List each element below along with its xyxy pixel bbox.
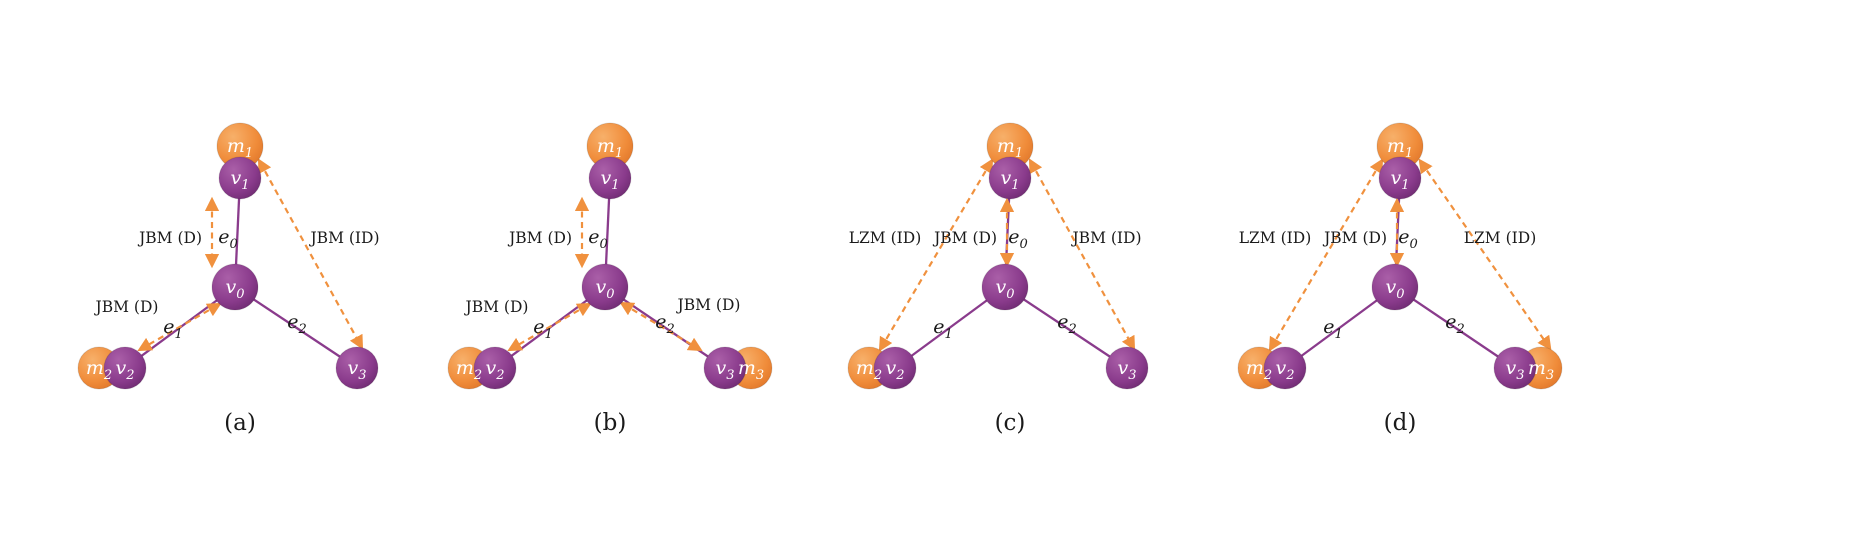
node-v0 <box>981 263 1029 311</box>
node-label-v0: v0 <box>225 276 244 302</box>
edge-label-e0: e0 <box>1008 226 1028 252</box>
message-arrow-label-3: LZM (ID) <box>1464 229 1537 247</box>
node-label-v3: v3 <box>347 357 366 383</box>
message-arrow-label-3: JBM (ID) <box>1070 229 1141 247</box>
message-arrow-3 <box>257 158 364 350</box>
node-v2 <box>473 346 517 390</box>
message-arrow-label-1: JBM (D) <box>507 229 572 247</box>
node-label-v1: v1 <box>230 167 249 193</box>
node-label-v3: v3 <box>1117 357 1136 383</box>
node-label-v1: v1 <box>600 167 619 193</box>
message-arrow-label-1: LZM (ID) <box>849 229 922 247</box>
node-label-v1: v1 <box>1390 167 1409 193</box>
message-arrow-1 <box>878 158 994 352</box>
edge-label-e0: e0 <box>588 226 608 252</box>
node-v2 <box>873 346 917 390</box>
node-v0 <box>211 263 259 311</box>
edge-label-e1: e1 <box>533 316 553 342</box>
node-label-m2: m2 <box>456 357 482 383</box>
node-v3 <box>1105 346 1149 390</box>
message-arrow-label-2: JBM (D) <box>464 298 529 316</box>
node-v1 <box>1378 156 1422 200</box>
node-v1 <box>988 156 1032 200</box>
node-label-m3: m3 <box>1528 357 1554 383</box>
node-label-v0: v0 <box>1385 276 1404 302</box>
message-arrow-label-1: LZM (ID) <box>1239 229 1312 247</box>
node-label-v2: v2 <box>115 357 134 383</box>
node-label-m2: m2 <box>856 357 882 383</box>
node-label-v3: v3 <box>1505 357 1524 383</box>
node-label-m1: m1 <box>1387 135 1413 161</box>
node-label-v0: v0 <box>595 276 614 302</box>
edge-label-e1: e1 <box>1323 316 1343 342</box>
node-label-m2: m2 <box>86 357 112 383</box>
node-label-v0: v0 <box>995 276 1014 302</box>
message-arrow-label-2: JBM (D) <box>94 298 159 316</box>
message-arrow-label-1: JBM (D) <box>137 229 202 247</box>
node-label-v1: v1 <box>1000 167 1019 193</box>
node-v1 <box>588 156 632 200</box>
node-label-m3: m3 <box>738 357 764 383</box>
node-label-m1: m1 <box>597 135 623 161</box>
node-v3 <box>1493 346 1537 390</box>
caption-a: (a) <box>224 410 256 436</box>
node-v2 <box>103 346 147 390</box>
node-label-v2: v2 <box>885 357 904 383</box>
node-label-m1: m1 <box>227 135 253 161</box>
message-arrow-1 <box>1268 158 1384 352</box>
message-arrow-2 <box>507 302 592 352</box>
node-label-m1: m1 <box>997 135 1023 161</box>
node-v1 <box>218 156 262 200</box>
message-arrow-label-2: JBM (D) <box>1322 229 1387 247</box>
caption-b: (b) <box>593 410 627 436</box>
node-label-v2: v2 <box>1275 357 1294 383</box>
node-v0 <box>1371 263 1419 311</box>
node-label-v2: v2 <box>485 357 504 383</box>
message-arrow-label-2: JBM (D) <box>932 229 997 247</box>
message-arrow-3 <box>1418 158 1552 351</box>
message-arrow-3 <box>619 301 703 352</box>
node-v2 <box>1263 346 1307 390</box>
node-v0 <box>581 263 629 311</box>
edge-label-e1: e1 <box>163 316 183 342</box>
node-label-m2: m2 <box>1246 357 1272 383</box>
edge-label-e0: e0 <box>1398 226 1418 252</box>
message-arrow-label-3: JBM (ID) <box>308 229 379 247</box>
node-v3 <box>335 346 379 390</box>
edge-label-e0: e0 <box>218 226 238 252</box>
edge-label-e1: e1 <box>933 316 953 342</box>
node-v3 <box>703 346 747 390</box>
message-arrow-label-3: JBM (D) <box>676 296 741 314</box>
caption-d: (d) <box>1383 410 1417 436</box>
node-label-v3: v3 <box>715 357 734 383</box>
edge-label-e2: e2 <box>1057 311 1077 337</box>
message-arrow-2 <box>137 302 222 352</box>
edge-label-e2: e2 <box>287 311 307 337</box>
message-arrow-3 <box>1028 158 1136 351</box>
edge-label-e2: e2 <box>1445 311 1465 337</box>
edge-label-e2: e2 <box>655 311 675 337</box>
caption-c: (c) <box>994 410 1026 436</box>
